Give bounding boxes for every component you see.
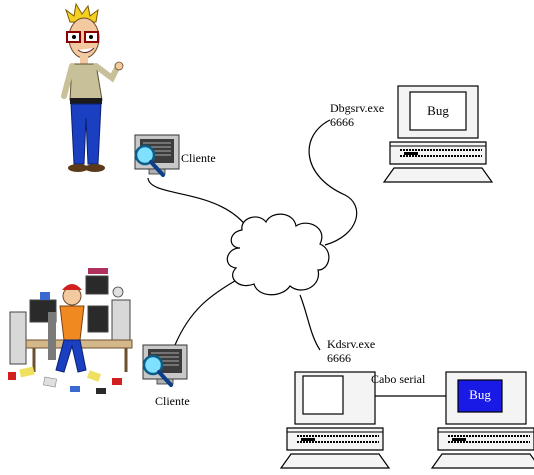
client-bottom-label: Cliente <box>155 394 190 408</box>
person-standing-icon <box>61 2 124 172</box>
cable-cloud-to-dbgsrv <box>308 119 358 246</box>
network-cloud-icon <box>226 213 330 296</box>
cable-cloud-to-kdsrv <box>299 294 321 351</box>
client-top-label: Cliente <box>181 151 216 165</box>
bug-screen-bottom <box>457 379 503 413</box>
cable-client-bottom-to-cloud <box>174 277 241 346</box>
kdsrv-screen <box>302 375 344 415</box>
dbgsrv-exe-label: Dbgsrv.exe <box>330 101 384 115</box>
kdsrv-port-label: 6666 <box>327 351 351 365</box>
client-bottom-computer-icon <box>141 343 189 387</box>
bug-computer-top <box>383 85 493 183</box>
bug-label-bottom: Bug <box>469 387 491 402</box>
bug-screen-top <box>409 91 467 131</box>
bug-label-top: Bug <box>427 103 449 118</box>
serial-cable-label: Cabo serial <box>371 372 426 386</box>
kdsrv-exe-label: Kdsrv.exe <box>327 337 375 351</box>
person-at-desk-icon <box>8 268 133 394</box>
bug-computer-bottom <box>431 371 534 469</box>
kdsrv-computer <box>280 371 390 469</box>
client-top-computer-icon <box>133 133 181 177</box>
dbgsrv-port-label: 6666 <box>330 115 354 129</box>
